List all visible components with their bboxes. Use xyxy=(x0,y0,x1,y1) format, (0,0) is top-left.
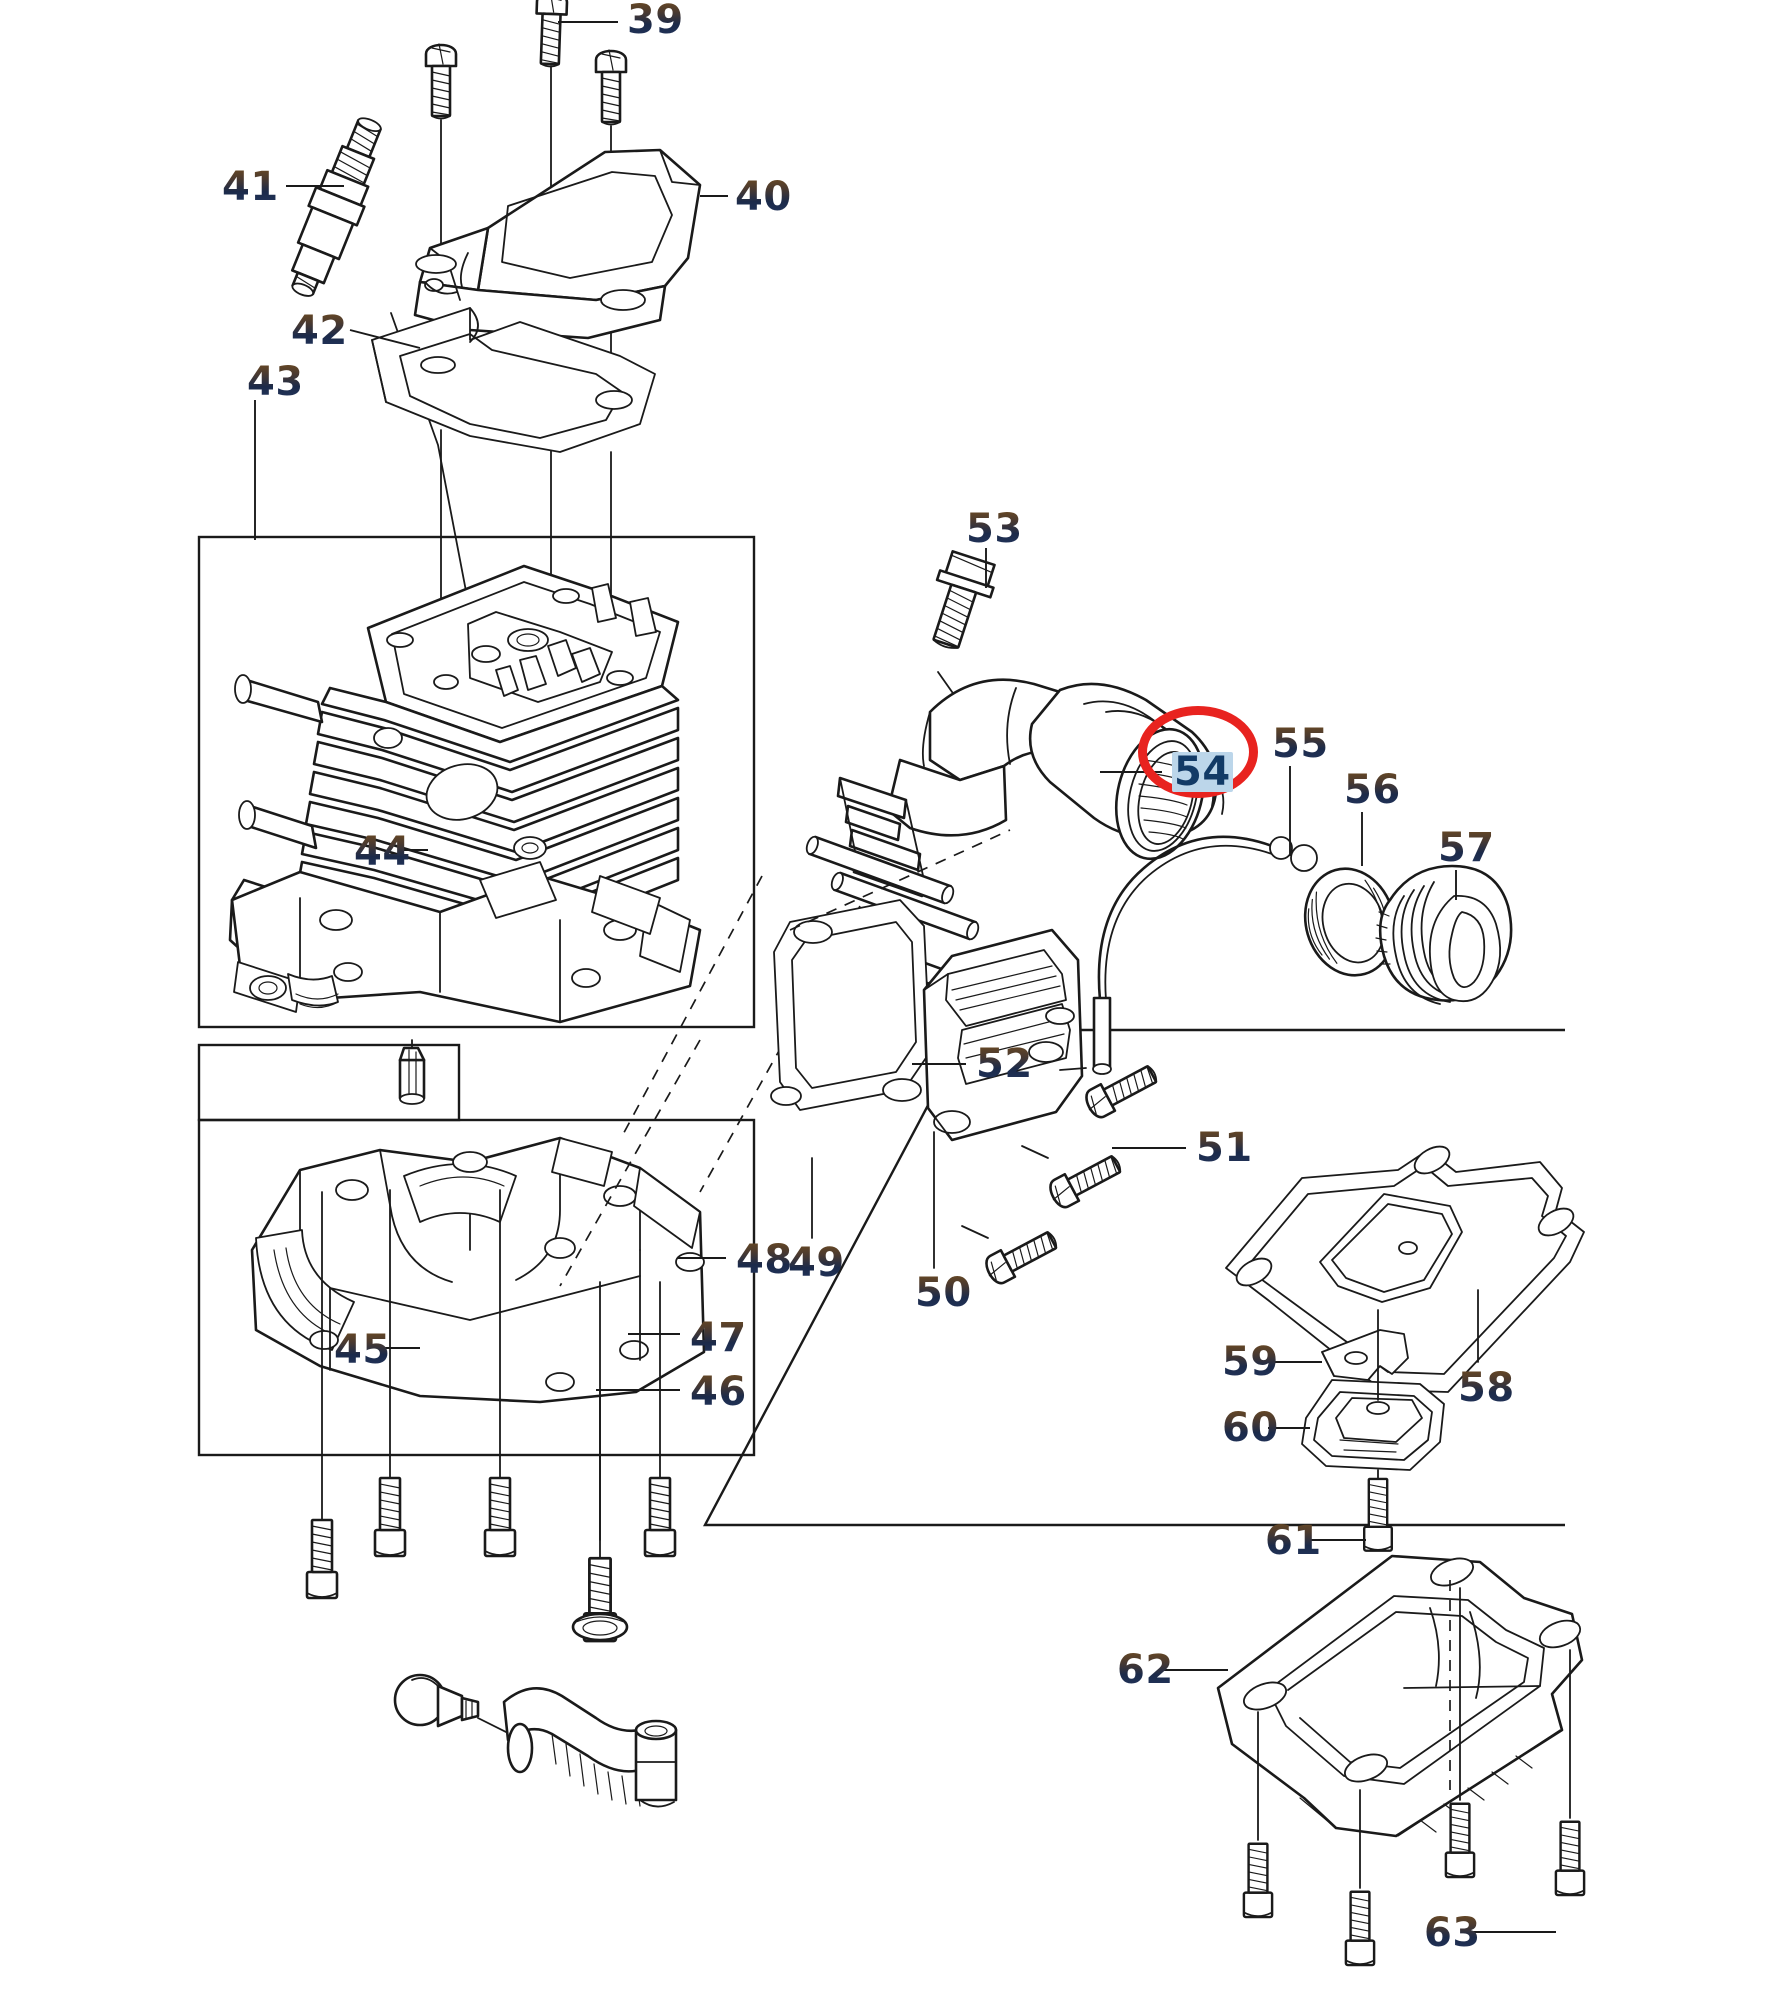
valve-cover-gasket-42 xyxy=(371,307,656,453)
valve-cover-40 xyxy=(413,148,702,340)
group-box-58 xyxy=(703,1028,1565,1527)
callout-51: 51 xyxy=(1196,1125,1253,1171)
group-box-43 xyxy=(197,535,756,1029)
crankcase-screw-a xyxy=(305,1518,339,1600)
oilpan-screw-63-b xyxy=(1344,1890,1376,1967)
dowel-pin-44 xyxy=(398,1046,426,1105)
callout-43: 43 xyxy=(247,359,304,405)
callout-59: 59 xyxy=(1222,1339,1279,1385)
oil-pan-gasket-58 xyxy=(1225,1145,1585,1393)
callout-42: 42 xyxy=(291,308,348,354)
cover-bolt-hole-right xyxy=(600,289,646,311)
cover-bolt-hole-left xyxy=(415,254,457,274)
callout-56: 56 xyxy=(1344,767,1401,813)
crankcase-lower xyxy=(250,1136,706,1404)
insulator-screw-b xyxy=(1044,1148,1127,1213)
callout-57: 57 xyxy=(1438,825,1495,871)
guide-hose-45 xyxy=(477,1717,511,1735)
dowel-pin-rod-52-a xyxy=(805,835,955,905)
leader-lines xyxy=(254,21,1556,1933)
callout-50: 50 xyxy=(915,1270,972,1316)
screw-39-b xyxy=(424,42,458,120)
spark-plug-41 xyxy=(290,117,382,297)
callout-41: 41 xyxy=(222,164,279,210)
callout-58: 58 xyxy=(1458,1365,1515,1411)
carburetor-insulator-50 xyxy=(922,928,1084,1142)
oilpan-screw-63-c xyxy=(1444,1802,1476,1879)
screw-39-c xyxy=(594,48,628,126)
crankcase-screw-d-48 xyxy=(643,1476,677,1558)
crankcase-screw-c xyxy=(483,1476,517,1558)
oil-filler-cap-57 xyxy=(1375,864,1513,1005)
callout-54: 54 xyxy=(1172,749,1233,795)
oil-pan-62 xyxy=(1216,1554,1584,1838)
callout-49: 49 xyxy=(788,1240,845,1286)
callout-48: 48 xyxy=(736,1237,793,1283)
sealing-washer-47 xyxy=(571,1612,629,1642)
callout-47: 47 xyxy=(690,1315,747,1361)
callout-52: 52 xyxy=(976,1041,1033,1087)
strainer-plate-59 xyxy=(1321,1329,1409,1381)
flange-bolt-53 xyxy=(932,550,996,649)
callout-39: 39 xyxy=(627,0,684,43)
crankcase-screw-b xyxy=(373,1476,407,1558)
callout-62: 62 xyxy=(1117,1647,1174,1693)
breather-joint-45 xyxy=(393,1673,480,1728)
breather-hose-46 xyxy=(502,1686,678,1808)
callout-46: 46 xyxy=(690,1369,747,1415)
callout-63: 63 xyxy=(1424,1910,1481,1956)
elbow-thread-lines xyxy=(1138,759,1188,840)
oilpan-screw-61 xyxy=(1363,1477,1393,1552)
callout-40: 40 xyxy=(735,174,792,220)
cylinder-block-43 xyxy=(228,564,702,1024)
o-ring-56 xyxy=(1303,867,1397,977)
callout-61: 61 xyxy=(1265,1518,1322,1564)
assembly-dash-49 xyxy=(789,829,1011,931)
oilpan-screw-63-a xyxy=(1242,1842,1274,1919)
guide-51-a xyxy=(1059,1067,1087,1071)
callout-60: 60 xyxy=(1222,1405,1279,1451)
oilpan-screw-63-d xyxy=(1554,1820,1586,1897)
screw-39-a xyxy=(533,0,569,69)
callout-53: 53 xyxy=(966,506,1023,552)
oil-strainer-cover-60 xyxy=(1301,1379,1445,1471)
insulator-screw-c xyxy=(980,1224,1063,1289)
oil-cap-cable-55 xyxy=(1092,835,1318,1075)
callout-55: 55 xyxy=(1272,721,1329,767)
group-box-crankcase xyxy=(197,1118,756,1457)
callout-44: 44 xyxy=(354,829,411,875)
insulator-gasket-49 xyxy=(770,899,931,1111)
callout-45: 45 xyxy=(334,1327,391,1373)
